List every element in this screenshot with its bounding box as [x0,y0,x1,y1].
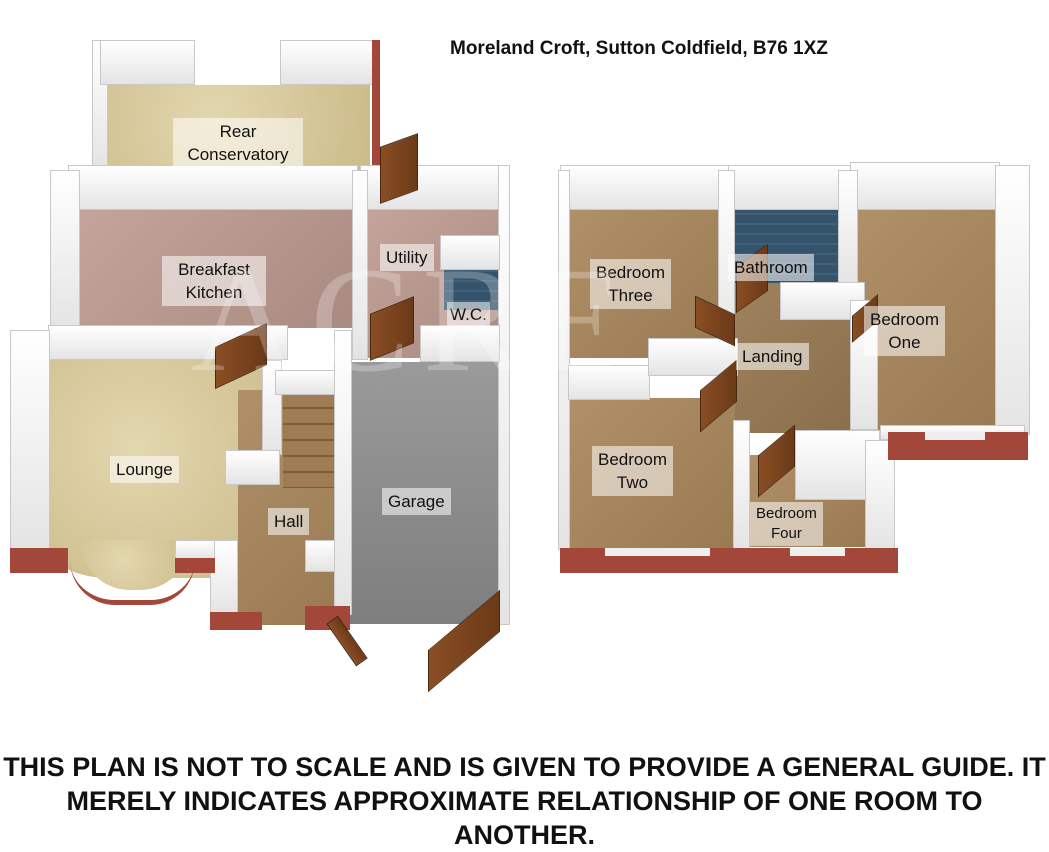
wall [850,162,1000,210]
wall [995,165,1030,435]
window-sill [925,432,985,440]
room-label-wc: W.C. [447,302,490,327]
wall [100,40,195,85]
room-label-bathroom: Bathroom [728,254,814,281]
room-label-lounge: Lounge [110,456,179,483]
wall [305,540,335,572]
room-label-bedroom-two: Bedroom Two [592,446,673,496]
window-sill [790,548,845,556]
room-label-landing: Landing [736,343,809,370]
watermark-logo-icon: ACRES [190,237,721,403]
wall [225,450,280,485]
property-address-title: Moreland Croft, Sutton Coldfield, B76 1X… [450,38,828,59]
room-label-bedroom-four: Bedroom Four [750,502,823,546]
wall [175,540,215,560]
wall [838,170,858,285]
lounge-bay-window [70,560,195,605]
agency-watermark: ACRES [190,230,721,436]
disclaimer-text: THIS PLAN IS NOT TO SCALE AND IS GIVEN T… [3,752,1046,850]
wall [68,165,358,210]
brick-base [10,548,68,573]
room-label-bedroom-three: Bedroom Three [590,259,671,309]
wall [275,370,345,395]
room-label-bedroom-one: Bedroom One [864,306,945,356]
room-label-breakfast-kitchen: Breakfast Kitchen [162,256,266,306]
wall [560,165,730,210]
wall [50,170,80,330]
wall [352,170,368,360]
wall [498,165,510,625]
brick-base [210,612,262,630]
svg-text:ACRES: ACRES [190,237,610,400]
wall [733,420,750,550]
wall [10,330,50,550]
brick-base [372,40,380,165]
window-sill [605,548,710,556]
wall [440,235,500,270]
room-label-rear-conservatory: Rear Conservatory [173,118,303,168]
wall [280,40,375,85]
wall [568,365,650,400]
room-label-utility: Utility [380,244,434,271]
room-label-garage: Garage [382,488,451,515]
room-label-hall: Hall [268,508,310,535]
staircase [283,393,338,488]
wall [728,165,853,210]
